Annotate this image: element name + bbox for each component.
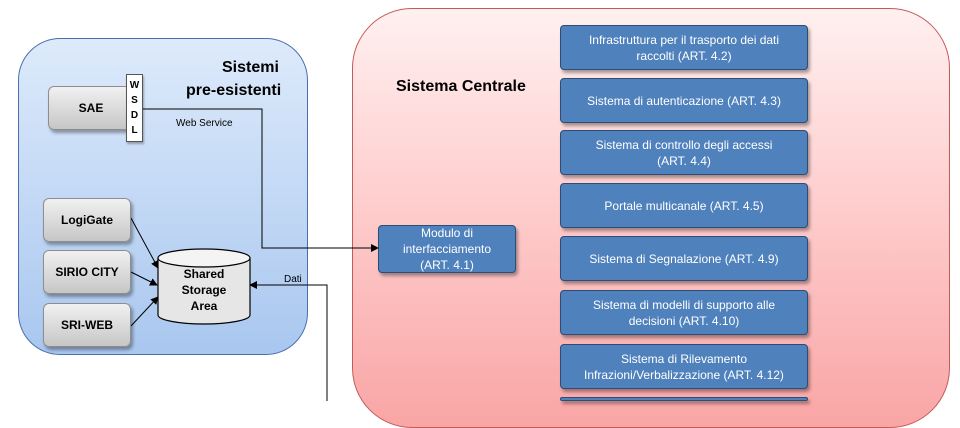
module-access-control: Sistema di controllo degli accessi (ART.… — [560, 130, 808, 175]
interface-module-line2: interfacciamento — [402, 242, 492, 256]
module-multichannel-portal: Portale multicanale (ART. 4.5) — [560, 183, 808, 228]
wsdl-box: W S D L — [126, 74, 143, 142]
module-signaling: Sistema di Segnalazione (ART. 4.9) — [560, 236, 808, 281]
interface-module-line3: (ART. 4.1) — [420, 258, 474, 272]
wsdl-letter: D — [130, 110, 139, 121]
central-system-title: Sistema Centrale — [396, 78, 526, 95]
wsdl-letter: L — [131, 125, 138, 136]
module-authentication: Sistema di autenticazione (ART. 4.3) — [560, 78, 808, 123]
system-siriocity: SIRIO CITY — [43, 250, 131, 294]
storage-line: Area — [190, 299, 218, 313]
wsdl-letter: S — [131, 95, 138, 106]
shared-storage-cylinder — [157, 248, 251, 325]
system-sae: SAE — [48, 86, 134, 130]
module-line: raccolti (ART. 4.2) — [636, 48, 732, 63]
module-line: Sistema di autenticazione (ART. 4.3) — [587, 93, 781, 108]
web-service-connector — [143, 108, 379, 252]
interface-module-box: Modulo di interfacciamento (ART. 4.1) — [378, 225, 516, 273]
system-sriweb: SRI-WEB — [43, 303, 131, 347]
module-cutoff — [560, 397, 808, 401]
logigate-to-storage-arrow — [130, 217, 159, 269]
module-line: Sistema di Rilevamento — [620, 351, 748, 366]
siriocity-to-storage-arrow — [130, 271, 158, 286]
web-service-label: Web Service — [176, 118, 233, 129]
module-line: Sistema di controllo degli accessi — [595, 137, 773, 152]
module-transport-infrastructure: Infrastruttura per il trasporto dei dati… — [560, 25, 808, 70]
module-line: Infrazioni/Verbalizzazione (ART. 4.12) — [584, 367, 784, 382]
module-infraction-detection: Sistema di Rilevamento Infrazioni/Verbal… — [560, 344, 808, 389]
system-logigate: LogiGate — [43, 198, 131, 242]
sriweb-to-storage-arrow — [130, 296, 159, 327]
storage-line: Shared — [183, 267, 225, 281]
data-connector — [249, 281, 328, 401]
module-line: decisioni (ART. 4.10) — [628, 313, 740, 328]
wsdl-letter: W — [129, 80, 140, 91]
interface-module-line1: Modulo di — [420, 226, 474, 240]
module-line: Portale multicanale (ART. 4.5) — [604, 198, 764, 213]
module-line: Sistema di modelli di supporto alle — [592, 297, 776, 312]
connector-lines — [130, 108, 379, 401]
module-decision-support: Sistema di modelli di supporto alle deci… — [560, 290, 808, 335]
module-line: Infrastruttura per il trasporto dei dati — [588, 32, 780, 47]
left-panel-title-line1: Sistemi — [222, 59, 279, 76]
module-line: (ART. 4.4) — [657, 153, 711, 168]
module-line: Sistema di Segnalazione (ART. 4.9) — [589, 251, 779, 266]
dati-label: Dati — [284, 274, 302, 285]
left-panel-title-line2: pre-esistenti — [186, 82, 282, 99]
shared-storage-label: Shared Storage Area — [158, 266, 250, 314]
storage-line: Storage — [181, 283, 227, 297]
